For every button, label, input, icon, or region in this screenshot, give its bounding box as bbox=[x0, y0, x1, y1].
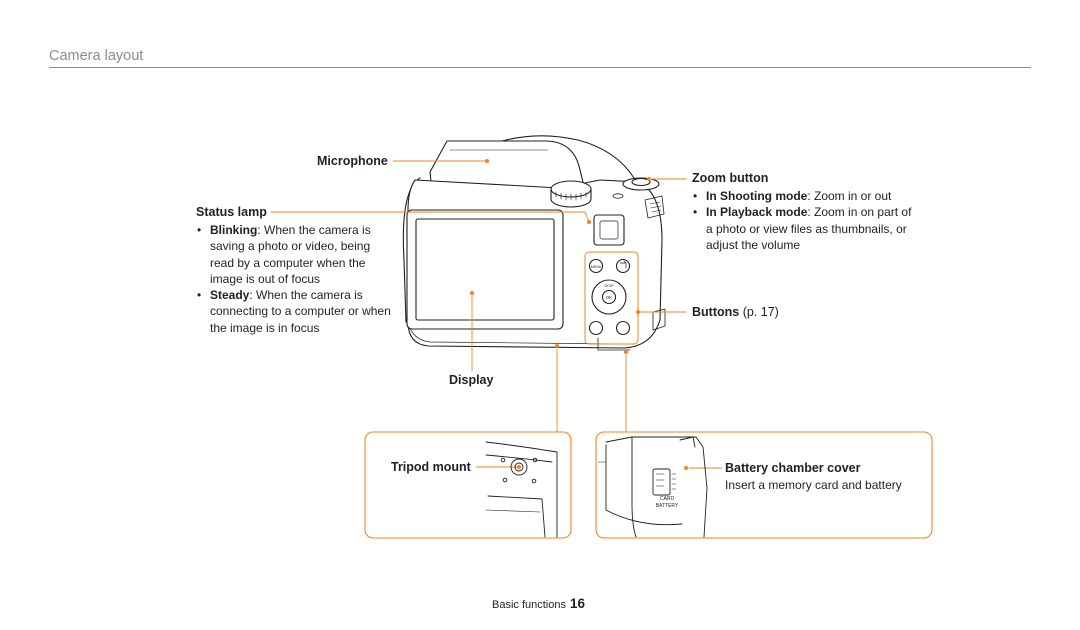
tripod-mount-label: Tripod mount bbox=[391, 460, 471, 474]
card-marking: CARD bbox=[660, 496, 675, 502]
tripod-detail-box bbox=[364, 431, 572, 539]
disp-marking: DISP bbox=[604, 283, 614, 288]
title-rule bbox=[49, 67, 1031, 68]
battery-detail-box bbox=[595, 431, 933, 539]
zoom-lever bbox=[622, 177, 660, 191]
ok-marking: OK bbox=[606, 295, 613, 300]
menu-marking: MENU bbox=[591, 265, 602, 269]
section-title: Camera layout bbox=[49, 48, 144, 64]
zoom-button-label: Zoom button bbox=[692, 171, 769, 185]
footer-section: Basic functions bbox=[492, 599, 566, 611]
zoom-button-list: In Shooting mode: Zoom in or out In Play… bbox=[692, 188, 920, 253]
buttons-panel bbox=[584, 251, 639, 345]
buttons-page-ref[interactable]: (p. 17) bbox=[739, 305, 779, 319]
battery-cover-art bbox=[597, 436, 708, 538]
page-number: 16 bbox=[569, 596, 586, 611]
zoom-item-playback: In Playback mode: Zoom in on part of a p… bbox=[692, 204, 920, 253]
display-label: Display bbox=[449, 373, 494, 387]
battery-cover-desc: Insert a memory card and battery bbox=[725, 478, 902, 492]
battery-marking: BATTERY bbox=[656, 503, 679, 509]
status-lamp-item-steady: Steady: When the camera is connecting to… bbox=[196, 287, 392, 336]
viewfinder bbox=[593, 214, 625, 246]
lcd-screen bbox=[415, 218, 555, 321]
buttons-label: Buttons (p. 17) bbox=[692, 305, 779, 319]
mode-dial bbox=[550, 180, 592, 208]
status-lamp-label: Status lamp bbox=[196, 205, 267, 219]
tripod-mount-art bbox=[485, 441, 558, 538]
status-lamp-item-blinking: Blinking: When the camera is saving a ph… bbox=[196, 222, 392, 287]
battery-cover-label: Battery chamber cover bbox=[725, 461, 861, 475]
microphone-label: Microphone bbox=[317, 154, 388, 168]
status-lamp-list: Blinking: When the camera is saving a ph… bbox=[196, 222, 392, 336]
zoom-item-shooting: In Shooting mode: Zoom in or out bbox=[692, 188, 920, 205]
flash-hump bbox=[429, 140, 586, 191]
